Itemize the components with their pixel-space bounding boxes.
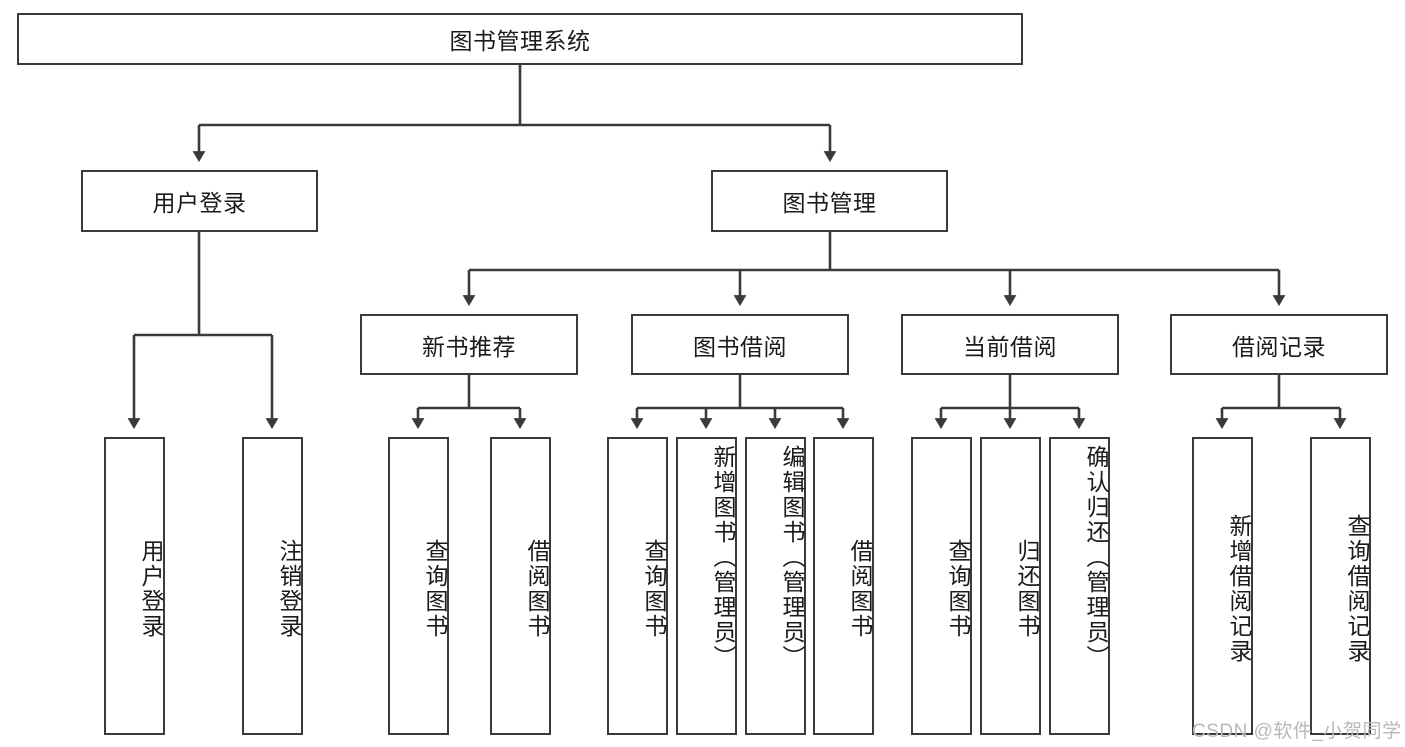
node-book-borrow[interactable]: 图书借阅 (631, 314, 849, 375)
node-leaf-user-login-label: 用户登录 (138, 539, 164, 639)
node-leaf-query-book-1[interactable]: 查询图书 (388, 437, 449, 735)
node-leaf-return-book[interactable]: 归还图书 (980, 437, 1041, 735)
node-leaf-user-login[interactable]: 用户登录 (104, 437, 165, 735)
node-user-login-label: 用户登录 (152, 190, 247, 216)
node-user-login[interactable]: 用户登录 (81, 170, 318, 232)
node-leaf-user-logout[interactable]: 注销登录 (242, 437, 303, 735)
node-new-book-recommend-label: 新书推荐 (422, 333, 516, 360)
node-root[interactable]: 图书管理系统 (17, 13, 1023, 65)
node-leaf-query-book-3-label: 查询图书 (945, 539, 971, 639)
node-book-manage[interactable]: 图书管理 (711, 170, 948, 232)
node-leaf-user-logout-label: 注销登录 (276, 539, 302, 639)
node-borrow-record[interactable]: 借阅记录 (1170, 314, 1388, 375)
node-leaf-query-record[interactable]: 查询借阅记录 (1310, 437, 1371, 735)
node-leaf-add-book[interactable]: 新增图书（管理员） (676, 437, 737, 735)
node-leaf-borrow-book-1[interactable]: 借阅图书 (490, 437, 551, 735)
node-leaf-add-record[interactable]: 新增借阅记录 (1192, 437, 1253, 735)
node-leaf-add-book-label: 新增图书（管理员） (710, 445, 736, 670)
node-leaf-borrow-book-2-label: 借阅图书 (847, 539, 873, 639)
node-leaf-add-record-label: 新增借阅记录 (1226, 514, 1252, 664)
node-leaf-query-book-1-label: 查询图书 (422, 539, 448, 639)
node-borrow-record-label: 借阅记录 (1232, 333, 1326, 360)
node-leaf-query-book-2-label: 查询图书 (641, 539, 667, 639)
node-leaf-borrow-book-2[interactable]: 借阅图书 (813, 437, 874, 735)
node-leaf-query-book-3[interactable]: 查询图书 (911, 437, 972, 735)
csdn-watermark: CSDN @软件_小贺同学 (1192, 721, 1402, 742)
node-book-borrow-label: 图书借阅 (693, 333, 787, 360)
node-book-manage-label: 图书管理 (782, 190, 877, 216)
node-leaf-return-book-label: 归还图书 (1014, 539, 1040, 639)
node-current-borrow-label: 当前借阅 (963, 333, 1057, 360)
node-leaf-confirm-return[interactable]: 确认归还（管理员） (1049, 437, 1110, 735)
node-leaf-borrow-book-1-label: 借阅图书 (524, 539, 550, 639)
node-current-borrow[interactable]: 当前借阅 (901, 314, 1119, 375)
node-new-book-recommend[interactable]: 新书推荐 (360, 314, 578, 375)
node-leaf-edit-book-label: 编辑图书（管理员） (779, 445, 805, 670)
node-leaf-confirm-return-label: 确认归还（管理员） (1083, 445, 1109, 670)
node-leaf-edit-book[interactable]: 编辑图书（管理员） (745, 437, 806, 735)
node-root-label: 图书管理系统 (449, 28, 591, 54)
node-leaf-query-record-label: 查询借阅记录 (1344, 514, 1370, 664)
node-leaf-query-book-2[interactable]: 查询图书 (607, 437, 668, 735)
